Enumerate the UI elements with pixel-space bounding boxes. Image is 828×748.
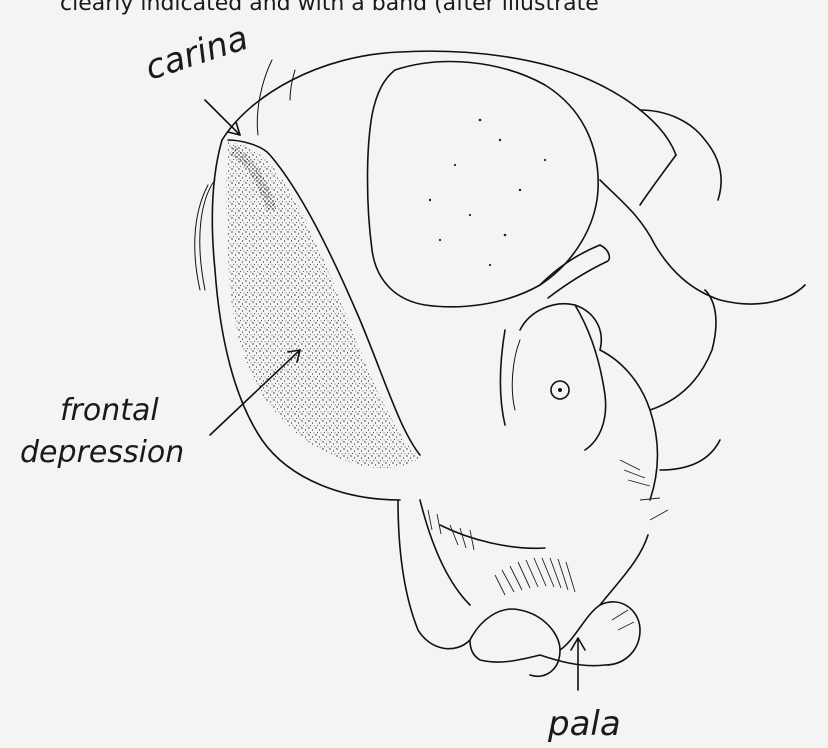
label-carina: carina: [140, 18, 253, 89]
side-structures: [500, 110, 805, 500]
label-frontal-line2: depression: [20, 435, 184, 470]
pala-structure: [398, 500, 648, 676]
arrow-carina: [205, 100, 240, 135]
eye-dots: [429, 119, 546, 266]
label-frontal-line1: frontal: [60, 393, 159, 428]
compound-eye: [368, 62, 599, 307]
frontal-depression-area: [227, 142, 421, 468]
label-pala: pala: [547, 704, 621, 744]
header-text-fragment: clearly indicated and with a band (after…: [60, 0, 599, 16]
hatching: [428, 460, 668, 630]
